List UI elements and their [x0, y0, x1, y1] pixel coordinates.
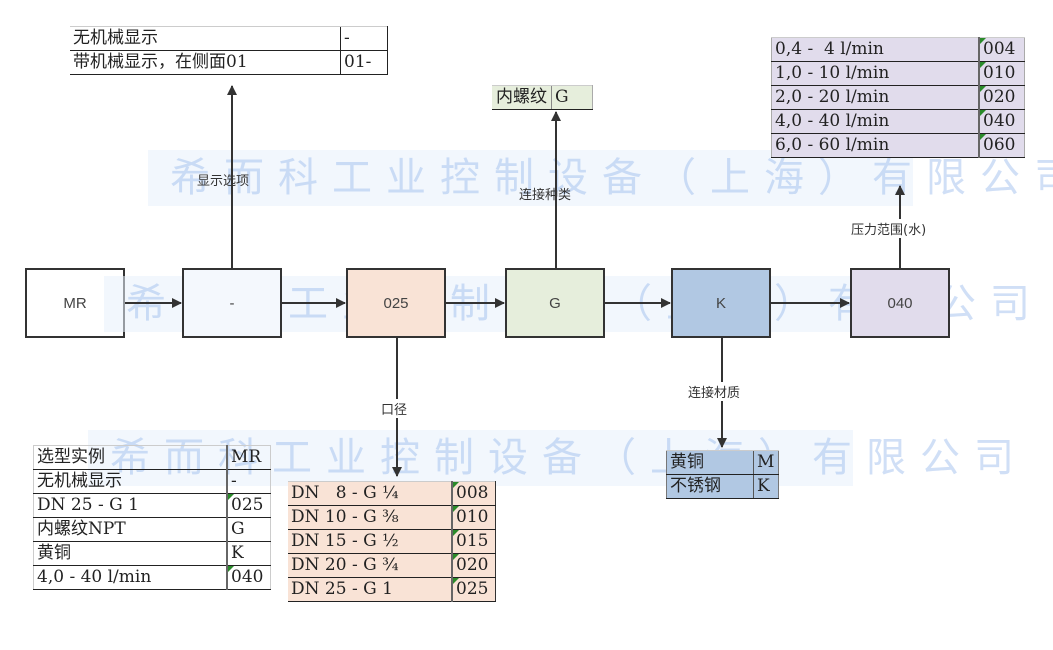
cell-code: M	[753, 450, 779, 475]
cell-desc: 不锈钢	[666, 474, 754, 499]
cell-code: K	[226, 541, 271, 566]
cell-desc: 带机械显示，在侧面01	[70, 50, 341, 75]
table-row: 1,0 - 10 l/min 010	[771, 61, 1025, 86]
cell-code: K	[753, 474, 779, 499]
table-row: 带机械显示，在侧面01 01-	[70, 50, 388, 75]
table-row: 无机械显示 -	[33, 469, 271, 494]
table-connection-types: 内螺纹 G	[492, 85, 593, 110]
table-row: 4,0 - 40 l/min 040	[771, 109, 1025, 134]
cell-desc: 4,0 - 40 l/min	[771, 109, 979, 134]
table-materials: 黄铜 M 不锈钢 K	[666, 450, 779, 499]
table-row: 4,0 - 40 l/min 040	[33, 565, 271, 590]
box-size-label: 025	[383, 294, 409, 312]
cell-desc: 选型实例	[33, 445, 227, 470]
table-row: 黄铜 M	[666, 450, 779, 475]
table-row: DN 20 - G ¾ 020	[288, 553, 496, 578]
box-pressure: 040	[850, 268, 950, 338]
table-display-options: 无机械显示 - 带机械显示，在侧面01 01-	[70, 26, 388, 75]
table-row: DN 10 - G ⅜ 010	[288, 505, 496, 530]
table-row: DN 25 - G 1 025	[33, 493, 271, 518]
cell-code: -	[226, 469, 271, 494]
cell-code: 01-	[340, 50, 388, 75]
box-material: K	[671, 268, 771, 338]
table-row: 内螺纹 G	[492, 85, 593, 110]
cell-code: 025	[226, 493, 271, 518]
box-material-label: K	[715, 294, 726, 312]
box-display-option: -	[182, 268, 282, 338]
table-row: 0,4 - 4 l/min 004	[771, 37, 1025, 62]
table-row: 黄铜 K	[33, 541, 271, 566]
cell-code: 040	[978, 109, 1025, 134]
cell-code: -	[340, 26, 388, 51]
cell-desc: 6,0 - 60 l/min	[771, 133, 979, 158]
cell-desc: DN 20 - G ¾	[288, 553, 452, 578]
label-connection-type: 连接种类	[519, 188, 572, 203]
cell-code: 010	[451, 505, 496, 530]
table-example: 选型实例 MR 无机械显示 - DN 25 - G 1 025 内螺纹NPT G…	[33, 445, 271, 590]
cell-code: 004	[978, 37, 1025, 62]
cell-desc: 黄铜	[33, 541, 227, 566]
cell-desc: 内螺纹	[492, 85, 552, 110]
label-pressure-range: 压力范围(水)	[851, 219, 927, 238]
cell-desc: DN 10 - G ⅜	[288, 505, 452, 530]
table-row: DN 8 - G ¼ 008	[288, 481, 496, 506]
table-row: 2,0 - 20 l/min 020	[771, 85, 1025, 110]
cell-code: 040	[226, 565, 271, 590]
cell-code: 020	[978, 85, 1025, 110]
table-row: 选型实例 MR	[33, 445, 271, 470]
cell-desc: 2,0 - 20 l/min	[771, 85, 979, 110]
cell-code: G	[551, 85, 593, 110]
table-row: DN 25 - G 1 025	[288, 577, 496, 602]
cell-code: 015	[451, 529, 496, 554]
cell-code: MR	[226, 445, 271, 470]
table-row: 不锈钢 K	[666, 474, 779, 499]
cell-desc: DN 15 - G ½	[288, 529, 452, 554]
cell-desc: 黄铜	[666, 450, 754, 475]
table-pressure-ranges: 0,4 - 4 l/min 004 1,0 - 10 l/min 010 2,0…	[771, 37, 1025, 158]
box-connection-label: G	[549, 294, 561, 312]
cell-desc: 无机械显示	[70, 26, 341, 51]
label-size: 口径	[381, 399, 408, 418]
cell-desc: 1,0 - 10 l/min	[771, 61, 979, 86]
cell-code: G	[226, 517, 271, 542]
cell-desc: DN 8 - G ¼	[288, 481, 452, 506]
table-row: DN 15 - G ½ 015	[288, 529, 496, 554]
cell-desc: 无机械显示	[33, 469, 227, 494]
box-size: 025	[346, 268, 446, 338]
cell-code: 010	[978, 61, 1025, 86]
watermark-top: 希而科工业控制设备（上海）有限公司	[148, 150, 1053, 206]
label-display-options: 显示选项	[197, 174, 250, 189]
cell-desc: 4,0 - 40 l/min	[33, 565, 227, 590]
cell-code: 020	[451, 553, 496, 578]
box-mr-label: MR	[63, 294, 87, 312]
table-row: 内螺纹NPT G	[33, 517, 271, 542]
label-material: 连接材质	[688, 382, 741, 401]
cell-desc: 0,4 - 4 l/min	[771, 37, 979, 62]
table-sizes: DN 8 - G ¼ 008 DN 10 - G ⅜ 010 DN 15 - G…	[288, 481, 496, 602]
box-pressure-label: 040	[887, 294, 913, 312]
cell-desc: DN 25 - G 1	[33, 493, 227, 518]
cell-code: 008	[451, 481, 496, 506]
cell-code: 060	[978, 133, 1025, 158]
cell-desc: DN 25 - G 1	[288, 577, 452, 602]
table-row: 无机械显示 -	[70, 26, 388, 51]
table-row: 6,0 - 60 l/min 060	[771, 133, 1025, 158]
cell-code: 025	[451, 577, 496, 602]
cell-desc: 内螺纹NPT	[33, 517, 227, 542]
box-connection: G	[505, 268, 605, 338]
box-display-option-label: -	[229, 294, 235, 312]
